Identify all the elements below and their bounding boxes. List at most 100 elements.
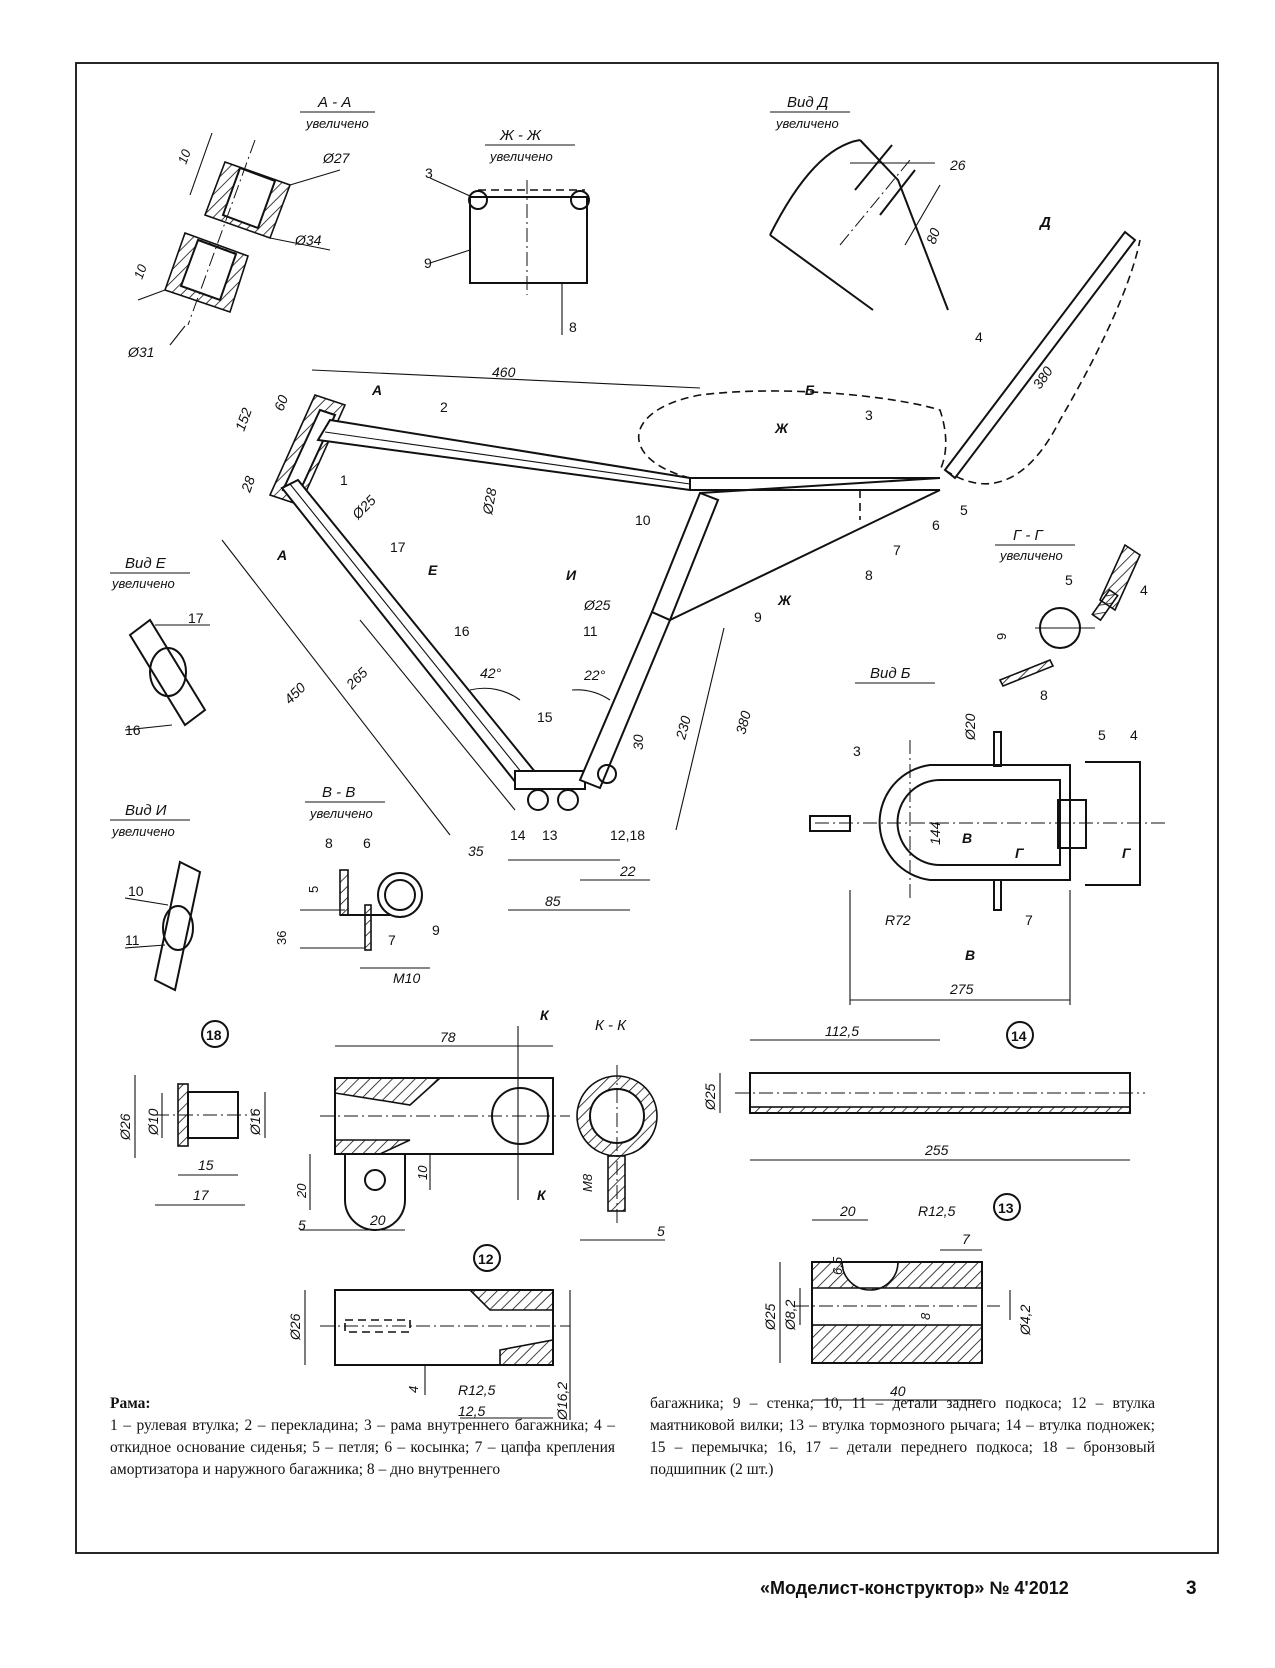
d18-dim-d16: Ø16 bbox=[247, 1108, 263, 1136]
vv-label-5: 5 bbox=[306, 886, 321, 893]
d12a-section-top: К bbox=[540, 1007, 550, 1023]
d13-dim-8: 8 bbox=[918, 1312, 933, 1320]
frame-label-5: 5 bbox=[960, 502, 968, 518]
view-vv-note: увеличено bbox=[309, 806, 373, 821]
detail-12a: 78 20 10 5 20 К К bbox=[294, 1007, 570, 1233]
vv-label-8: 8 bbox=[325, 835, 333, 851]
frame-label-15: 15 bbox=[537, 709, 553, 725]
view-gg-note: увеличено bbox=[999, 548, 1063, 563]
frame-label-17: 17 bbox=[390, 539, 406, 555]
d13-dim-20: 20 bbox=[839, 1203, 856, 1219]
drawing-border bbox=[75, 62, 1219, 1554]
vv-label-m10: M10 bbox=[393, 970, 420, 986]
frame-dim-380: 380 bbox=[732, 709, 754, 736]
view-i-title: Вид И bbox=[125, 802, 167, 819]
view-e: Вид Е увеличено 17 16 bbox=[110, 555, 210, 738]
b-label-7: 7 bbox=[1025, 912, 1033, 928]
frame-dim-265: 265 bbox=[342, 664, 371, 693]
kk-dim-5: 5 bbox=[657, 1223, 665, 1239]
detail-12-number: 12 bbox=[478, 1251, 494, 1267]
d14-dim-d25: Ø25 bbox=[702, 1083, 718, 1111]
e-label-17: 17 bbox=[188, 610, 204, 626]
frame-dim-d25b: Ø25 bbox=[583, 597, 611, 613]
view-e-note: увеличено bbox=[111, 576, 175, 591]
b-dim-144: 144 bbox=[927, 821, 943, 845]
d13-dim-40: 40 bbox=[890, 1383, 906, 1399]
frame-label-4: 4 bbox=[975, 329, 983, 345]
d13-dim-d25: Ø25 bbox=[762, 1303, 778, 1331]
d13-dim-r12-5: R12,5 bbox=[918, 1203, 956, 1219]
frame-dim-22deg: 22° bbox=[583, 667, 606, 683]
gg-label-8: 8 bbox=[1040, 687, 1048, 703]
d12a-dim-20h: 20 bbox=[369, 1212, 386, 1228]
aa-dim-31: Ø31 bbox=[127, 344, 154, 360]
d13-dim-d8-2: Ø8,2 bbox=[782, 1299, 798, 1331]
frame-dim-30: 30 bbox=[630, 734, 646, 750]
aa-dim-34: Ø34 bbox=[294, 232, 322, 248]
d18-dim-d10: Ø10 bbox=[145, 1108, 161, 1136]
view-d: Вид Д увеличено 26 80 bbox=[769, 94, 966, 311]
frame-label-3: 3 bbox=[865, 407, 873, 423]
view-vv: В - В увеличено 8 6 5 36 7 9 M10 bbox=[274, 784, 440, 986]
gg-label-9: 9 bbox=[994, 633, 1009, 640]
zhzh-label-3: 3 bbox=[425, 165, 433, 181]
gg-label-4: 4 bbox=[1140, 582, 1148, 598]
frame-dim-85: 85 bbox=[545, 893, 561, 909]
d-dim-26: 26 bbox=[949, 157, 966, 173]
d13-dim-6-5: 6,5 bbox=[830, 1256, 845, 1275]
frame-dim-460: 460 bbox=[492, 364, 516, 380]
view-kk-title: К - К bbox=[595, 1017, 627, 1034]
caption-right: багажника; 9 – стенка; 10, 11 – детали з… bbox=[650, 1393, 1155, 1481]
b-label-4: 4 bbox=[1130, 727, 1138, 743]
view-gg-title: Г - Г bbox=[1013, 527, 1044, 544]
frame-label-8: 8 bbox=[865, 567, 873, 583]
frame-view: 1 2 3 4 5 6 7 8 9 10 11 15 16 17 14 13 1… bbox=[221, 214, 1141, 911]
view-e-title: Вид Е bbox=[125, 555, 167, 572]
e-label-16: 16 bbox=[125, 722, 141, 738]
mark-b: Б bbox=[805, 382, 815, 398]
d12-dim-d16-2: Ø16,2 bbox=[554, 1382, 570, 1421]
view-aa: А - А увеличено 10 Ø27 Ø34 10 Ø31 bbox=[127, 94, 375, 360]
mark-a-bottom: А bbox=[276, 547, 287, 563]
b-mark-g-right: Г bbox=[1122, 845, 1132, 861]
mark-i: И bbox=[566, 567, 577, 583]
view-i-note: увеличено bbox=[111, 824, 175, 839]
i-label-11: 11 bbox=[125, 932, 140, 948]
detail-14: 14 112,5 Ø25 255 bbox=[702, 1021, 1145, 1161]
frame-label-10: 10 bbox=[635, 512, 651, 528]
i-label-10: 10 bbox=[128, 883, 144, 899]
frame-dim-152: 152 bbox=[232, 405, 255, 433]
detail-18-number: 18 bbox=[206, 1027, 222, 1043]
view-zhzh: Ж - Ж увеличено 3 9 8 bbox=[424, 127, 590, 335]
vv-label-7: 7 bbox=[388, 932, 396, 948]
view-i: Вид И увеличено 10 11 bbox=[110, 802, 202, 992]
b-mark-g-left: Г bbox=[1015, 845, 1025, 861]
detail-12: 12 Ø26 4 R12,5 12,5 Ø16,2 bbox=[287, 1244, 571, 1421]
frame-dim-60: 60 bbox=[271, 393, 291, 413]
frame-dim-d28: Ø28 bbox=[479, 486, 500, 516]
d13-dim-7: 7 bbox=[962, 1231, 971, 1247]
view-d-title: Вид Д bbox=[787, 94, 829, 111]
caption-right-text: багажника; 9 – стенка; 10, 11 – детали з… bbox=[650, 1395, 1155, 1478]
caption-left-text: 1 – рулевая втулка; 2 – перекладина; 3 –… bbox=[110, 1417, 615, 1478]
mark-d: Д bbox=[1038, 214, 1051, 231]
b-label-3: 3 bbox=[853, 743, 861, 759]
view-aa-title: А - А bbox=[317, 94, 351, 111]
detail-18: 18 Ø26 Ø10 Ø16 15 17 bbox=[117, 1020, 266, 1206]
view-d-note: увеличено bbox=[775, 116, 839, 131]
view-zhzh-title: Ж - Ж bbox=[499, 127, 542, 144]
view-b-title: Вид Б bbox=[870, 665, 911, 682]
d14-dim-112-5: 112,5 bbox=[825, 1023, 859, 1039]
view-vv-title: В - В bbox=[322, 784, 355, 801]
vv-label-6: 6 bbox=[363, 835, 371, 851]
publication-title: «Моделист-конструктор» № 4'2012 bbox=[760, 1578, 1069, 1598]
b-mark-v-bottom: В bbox=[965, 947, 975, 963]
d12a-dim-10: 10 bbox=[415, 1165, 430, 1180]
d12a-dim-5: 5 bbox=[298, 1217, 306, 1233]
d12-dim-12-5: 12,5 bbox=[458, 1403, 485, 1419]
view-gg: Г - Г увеличено 5 4 9 8 bbox=[994, 527, 1148, 703]
vv-label-9: 9 bbox=[432, 922, 440, 938]
d12a-section-bottom: К bbox=[537, 1187, 547, 1203]
frame-label-14: 14 bbox=[510, 827, 526, 843]
